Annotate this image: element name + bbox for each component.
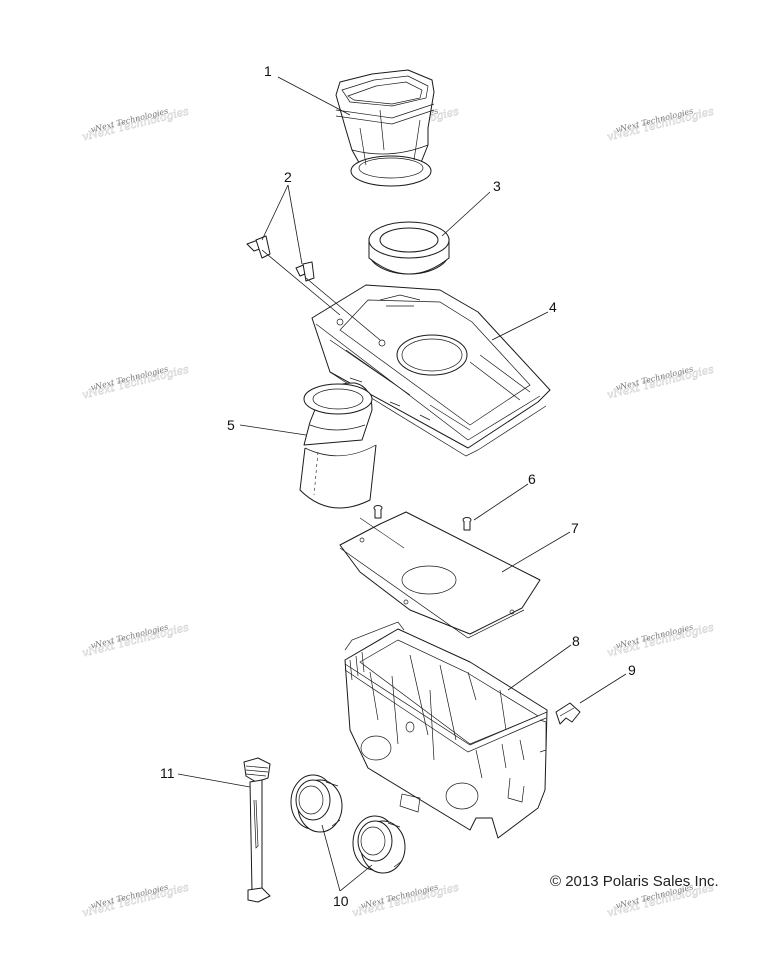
callout-11: 11 [160, 765, 175, 781]
callout-9: 9 [628, 662, 636, 678]
callout-3: 3 [493, 178, 501, 194]
watermark-10: vNext Technologies vNext Technologies [351, 880, 461, 920]
screw [373, 505, 383, 519]
callout-7: 7 [571, 520, 579, 536]
part-5-velocity-stack [299, 382, 377, 509]
watermark-8: vNext Technologies vNext Technologies [606, 620, 716, 660]
watermark-7: vNext Technologies vNext Technologies [81, 620, 191, 660]
callout-4: 4 [549, 299, 557, 315]
part-4-airbox-cover [311, 284, 551, 457]
callout-10: 10 [333, 893, 349, 909]
callout-numbers: 1 2 3 4 5 6 7 8 9 10 11 [160, 63, 636, 909]
watermark-3: vNext Technologies vNext Technologies [606, 104, 716, 144]
part-3-ring-seal [368, 221, 450, 275]
watermark-6: vNext Technologies vNext Technologies [606, 362, 716, 402]
part-10-grommets [290, 774, 406, 874]
grommet-upper [290, 774, 343, 833]
screw [462, 517, 472, 531]
part-7-gasket-plate [339, 511, 541, 639]
part-1-intake-boot [335, 69, 435, 187]
part-2-breather-fittings [246, 235, 315, 282]
leader-lines [177, 76, 627, 892]
watermark-1: vNext Technologies vNext Technologies [81, 104, 191, 144]
part-8-airbox-base [344, 621, 548, 839]
watermark-4: vNext Technologies vNext Technologies [81, 362, 191, 402]
copyright-notice: © 2013 Polaris Sales Inc. [550, 873, 719, 890]
callout-2: 2 [284, 169, 292, 185]
callout-5: 5 [227, 417, 235, 433]
part-11-drain-strap [243, 757, 271, 903]
part-9-clip [555, 702, 581, 725]
grommet-lower [352, 815, 406, 874]
callout-1: 1 [264, 63, 272, 79]
watermark-9: vNext Technologies vNext Technologies [81, 880, 191, 920]
callout-8: 8 [572, 633, 580, 649]
callout-6: 6 [528, 471, 536, 487]
